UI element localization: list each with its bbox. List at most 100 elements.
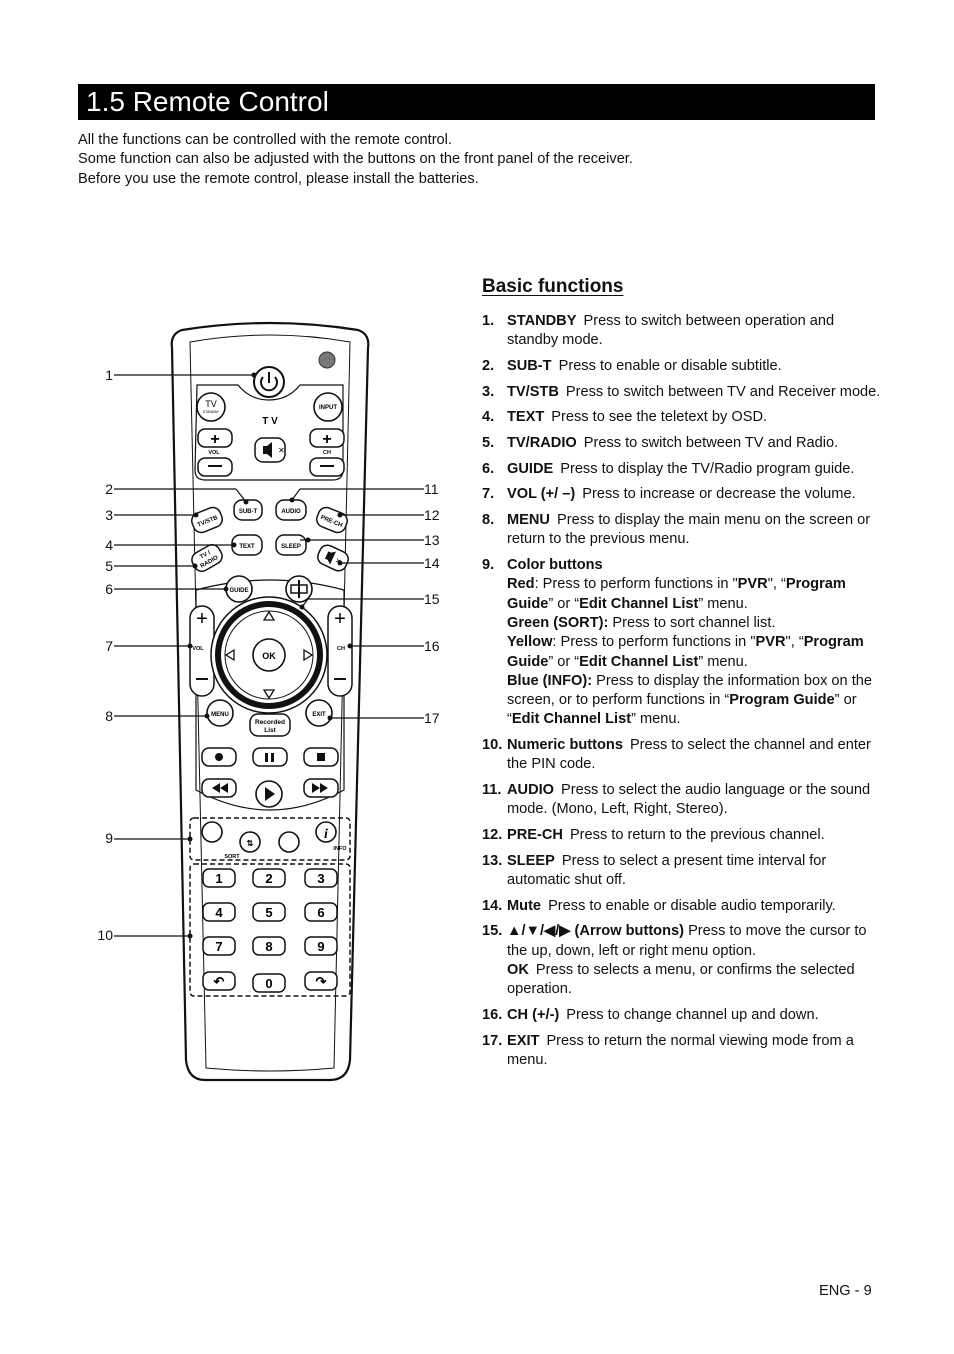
digit-label: 2 xyxy=(265,871,272,886)
callout-4: 4 xyxy=(105,537,113,553)
svg-text:CH: CH xyxy=(337,646,345,652)
svg-text:AUDIO: AUDIO xyxy=(281,509,301,515)
callout-17: 17 xyxy=(424,710,440,726)
callout-12: 12 xyxy=(424,507,440,523)
callouts-left xyxy=(114,374,254,937)
input-button xyxy=(313,392,343,422)
led-indicator xyxy=(318,351,336,369)
svg-text:i: i xyxy=(324,827,328,842)
tv-vol-up-button xyxy=(197,428,233,448)
guide-button: GUIDE xyxy=(225,575,253,603)
svg-text:T V: T V xyxy=(262,416,278,427)
ch-rocker xyxy=(327,605,353,697)
arrow-buttons-item: 15. ▲/▼/◀/▶ (Arrow buttons) Press to mov… xyxy=(482,922,882,999)
ok-button: OK xyxy=(252,638,286,672)
list-item: 7.VOL (+/ –)Press to increase or decreas… xyxy=(482,486,856,503)
callout-9: 9 xyxy=(105,830,113,846)
intro-line: All the functions can be controlled with… xyxy=(78,132,452,148)
tv-radio-button: TV / RADIO xyxy=(191,544,223,572)
callout-11: 11 xyxy=(424,481,439,497)
intro-line: Before you use the remote control, pleas… xyxy=(78,170,479,187)
section-header-bar: 1.5 Remote Control xyxy=(78,84,875,120)
callout-15: 15 xyxy=(424,591,440,607)
yellow-button xyxy=(278,831,300,853)
callout-3: 3 xyxy=(105,507,113,523)
digit-label: 1 xyxy=(215,871,222,886)
audio-button: AUDIO xyxy=(275,499,307,521)
svg-text:SLEEP: SLEEP xyxy=(281,544,301,550)
blue-info-button: i xyxy=(315,821,337,843)
back-key: ↶ xyxy=(202,971,236,991)
forward-key: ↷ xyxy=(304,971,338,991)
svg-text:MENU: MENU xyxy=(211,712,229,718)
color-buttons-area xyxy=(189,817,351,861)
svg-text:+: + xyxy=(210,431,219,448)
menu-button: MENU xyxy=(206,699,234,727)
svg-text:+: + xyxy=(196,608,208,630)
section-title: 1.5 Remote Control xyxy=(86,86,329,117)
recorded-list-button: Recorded List xyxy=(249,713,291,737)
digit-label: 9 xyxy=(317,939,324,954)
callouts-right xyxy=(291,488,424,719)
fast-forward-button xyxy=(303,778,339,798)
digit-key-0: 0 xyxy=(252,973,286,993)
digit-label: 5 xyxy=(265,905,272,920)
digit-label: 4 xyxy=(215,905,223,920)
subtitle-list-button xyxy=(285,575,313,603)
callout-7: 7 xyxy=(105,638,113,654)
callout-6: 6 xyxy=(105,581,113,597)
callout-10: 10 xyxy=(97,927,113,943)
stop-button xyxy=(303,747,339,767)
digit-label: 7 xyxy=(215,939,222,954)
tv-ch-up-button xyxy=(309,428,345,448)
digit-key-6: 6 xyxy=(304,902,338,922)
callout-13: 13 xyxy=(424,532,440,548)
record-button xyxy=(201,747,237,767)
green-desc: Green (SORT): Press to sort channel list… xyxy=(507,614,776,631)
digit-label: ↶ xyxy=(213,974,225,989)
sub-t-button: SUB-T xyxy=(233,499,263,521)
tv-standby-button xyxy=(196,392,226,422)
callout-5: 5 xyxy=(105,558,113,574)
digit-key-1: 1 xyxy=(202,868,236,888)
digit-key-4: 4 xyxy=(202,902,236,922)
svg-text:EXIT: EXIT xyxy=(312,712,326,718)
tv-standby-label: TV xyxy=(205,399,217,409)
basic-functions-heading: Basic functions xyxy=(482,276,624,297)
digit-key-7: 7 xyxy=(202,936,236,956)
digit-key-9: 9 xyxy=(304,936,338,956)
digit-label: 0 xyxy=(265,976,272,991)
digit-label: ↷ xyxy=(316,974,327,989)
digit-key-8: 8 xyxy=(252,936,286,956)
exit-button: EXIT xyxy=(305,699,333,727)
list-item: 16.CH (+/-)Press to change channel up an… xyxy=(482,1007,819,1024)
svg-text:CH: CH xyxy=(323,450,331,456)
callout-14: 14 xyxy=(424,555,440,571)
svg-text:List: List xyxy=(264,727,276,734)
svg-text:+: + xyxy=(322,431,331,448)
pause-button xyxy=(252,747,288,767)
green-sort-button: ⇅ xyxy=(239,831,261,853)
color-buttons-item: 9. Color buttons Red: Press to perform f… xyxy=(482,556,882,730)
play-button xyxy=(255,780,283,808)
intro-line: Some function can also be adjusted with … xyxy=(78,151,633,168)
digit-label: 6 xyxy=(317,905,324,920)
tv-stb-button: TV/STB xyxy=(191,506,223,534)
digit-label: 8 xyxy=(265,939,272,954)
callout-numbers: 1 2 3 4 5 6 7 8 9 10 11 12 13 14 15 16 1… xyxy=(97,367,439,943)
digit-key-2: 2 xyxy=(252,868,286,888)
svg-text:INPUT: INPUT xyxy=(319,405,337,411)
svg-text:GUIDE: GUIDE xyxy=(229,588,248,594)
svg-text:OK: OK xyxy=(262,651,276,661)
